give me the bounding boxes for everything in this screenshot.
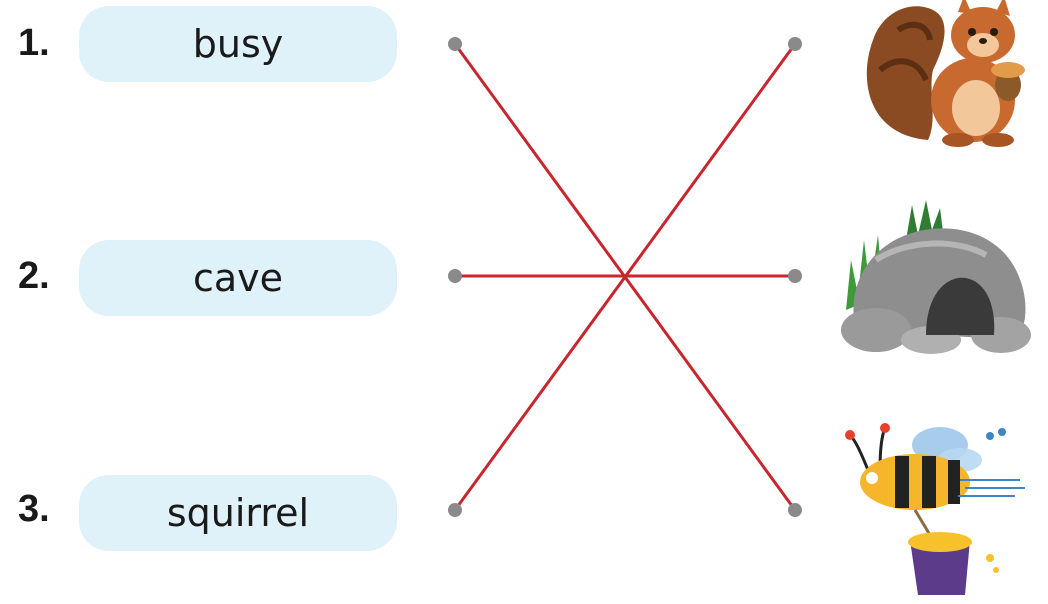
right-dot-1[interactable] xyxy=(788,37,802,51)
left-dot-2[interactable] xyxy=(448,269,462,283)
left-dot-1[interactable] xyxy=(448,37,462,51)
right-dot-3[interactable] xyxy=(788,503,802,517)
bee-picture[interactable] xyxy=(840,420,1040,604)
squirrel-picture[interactable] xyxy=(858,0,1038,150)
cave-picture[interactable] xyxy=(836,200,1036,360)
left-dot-3[interactable] xyxy=(448,503,462,517)
right-dot-2[interactable] xyxy=(788,269,802,283)
